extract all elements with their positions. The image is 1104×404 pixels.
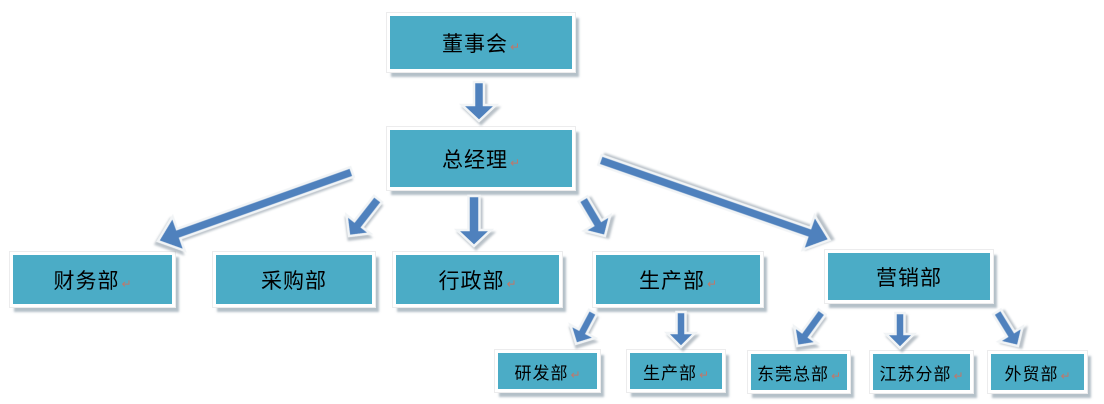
org-node-label: 东莞总部 xyxy=(756,364,829,385)
arrow-gm-to-finance[interactable] xyxy=(152,155,358,258)
org-node-gm[interactable]: 总经理↵ xyxy=(387,127,575,190)
paragraph-mark-icon: ↵ xyxy=(706,276,718,291)
org-node-label: 行政部 xyxy=(438,268,505,293)
org-node-production-sub[interactable]: 生产部↵ xyxy=(627,350,725,392)
org-node-purchase[interactable]: 采购部 xyxy=(213,252,375,307)
org-node-board[interactable]: 董事会↵ xyxy=(387,13,575,72)
org-node-marketing[interactable]: 营销部 xyxy=(825,250,993,303)
paragraph-mark-icon: ↵ xyxy=(698,368,710,382)
arrow-gm-to-admin[interactable] xyxy=(453,194,495,248)
arrow-gm-to-marketing[interactable] xyxy=(594,143,835,257)
org-node-label: 生产部 xyxy=(642,363,697,384)
org-node-rd[interactable]: 研发部↵ xyxy=(495,350,600,392)
org-node-trade[interactable]: 外贸部↵ xyxy=(988,351,1087,393)
arrow-production-to-rd[interactable] xyxy=(564,305,606,350)
arrow-production-to-production-sub[interactable] xyxy=(663,310,699,349)
arrow-marketing-to-trade[interactable] xyxy=(985,305,1030,354)
paragraph-mark-icon: ↵ xyxy=(509,155,521,170)
org-node-label: 研发部 xyxy=(514,363,569,384)
arrow-marketing-to-jiangsu[interactable] xyxy=(882,311,918,350)
org-node-admin[interactable]: 行政部↵ xyxy=(393,252,562,307)
org-node-dongguan[interactable]: 东莞总部↵ xyxy=(748,351,850,393)
org-node-label: 董事会 xyxy=(441,31,508,56)
paragraph-mark-icon: ↵ xyxy=(506,276,517,291)
org-node-label: 江苏分部 xyxy=(879,364,952,385)
arrow-gm-to-purchase[interactable] xyxy=(337,190,390,246)
org-node-production[interactable]: 生产部↵ xyxy=(593,252,763,307)
paragraph-mark-icon: ↵ xyxy=(509,39,521,54)
arrow-marketing-to-dongguan[interactable] xyxy=(786,304,833,354)
paragraph-mark-icon: ↵ xyxy=(1060,369,1071,383)
paragraph-mark-icon: ↵ xyxy=(570,368,581,382)
org-node-label: 外贸部 xyxy=(1004,364,1059,385)
org-node-label: 采购部 xyxy=(261,268,327,293)
org-node-jiangsu[interactable]: 江苏分部↵ xyxy=(870,351,973,393)
org-node-label: 营销部 xyxy=(876,265,942,290)
arrow-board-to-gm[interactable] xyxy=(458,80,500,123)
org-node-label: 总经理 xyxy=(441,147,508,172)
paragraph-mark-icon: ↵ xyxy=(830,369,842,383)
org-node-finance[interactable]: 财务部↵ xyxy=(10,252,175,307)
paragraph-mark-icon: ↵ xyxy=(121,276,132,291)
org-node-label: 生产部 xyxy=(638,268,705,293)
paragraph-mark-icon: ↵ xyxy=(953,369,964,383)
org-node-label: 财务部 xyxy=(53,268,120,293)
arrow-gm-to-production[interactable] xyxy=(570,191,618,243)
